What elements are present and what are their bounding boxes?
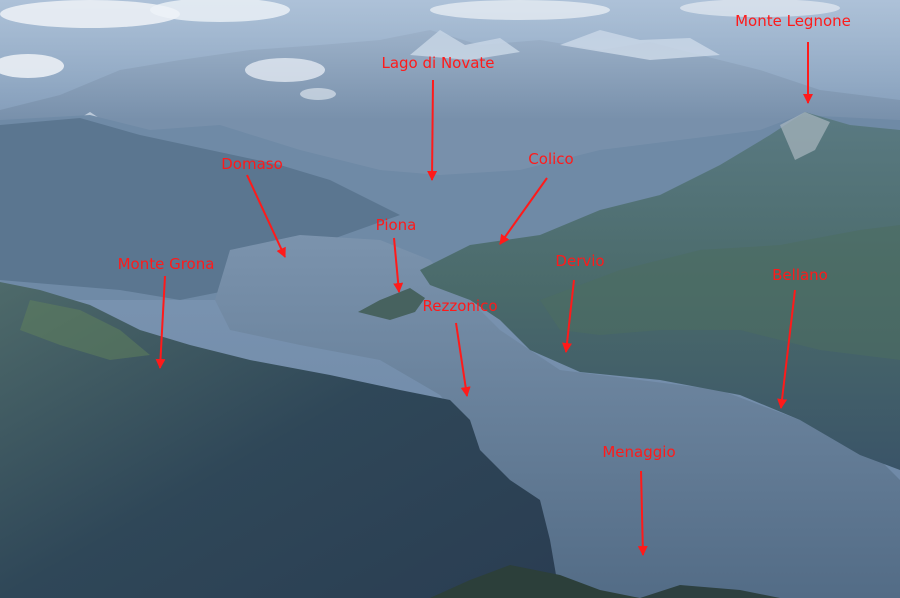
label-piona: Piona	[375, 216, 417, 234]
label-bellano: Bellano	[772, 266, 828, 284]
label-rezzonico: Rezzonico	[422, 297, 498, 315]
label-domaso: Domaso	[221, 155, 283, 173]
label-monte-grona: Monte Grona	[117, 255, 215, 273]
label-colico: Colico	[528, 150, 574, 168]
label-monte-legnone: Monte Legnone	[735, 12, 851, 30]
label-lago-di-novate: Lago di Novate	[381, 54, 495, 72]
label-dervio: Dervio	[555, 252, 605, 270]
label-menaggio: Menaggio	[602, 443, 676, 461]
